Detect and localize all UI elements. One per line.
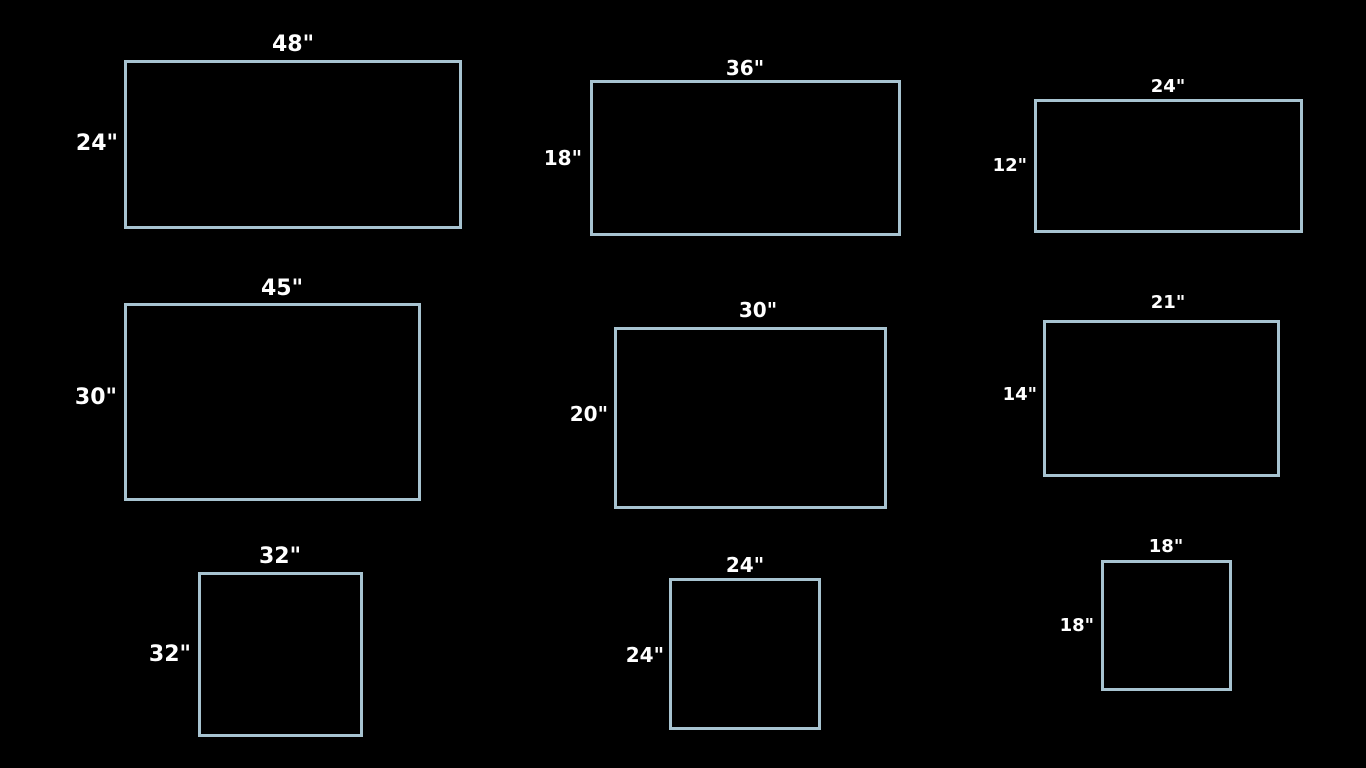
- frame-18x18-height-label: 18": [1059, 615, 1094, 636]
- frame-30x20-height-label: 20": [569, 402, 608, 426]
- frame-24x24-width-label: 24": [725, 553, 765, 577]
- frame-21x14-width-label: 21": [1150, 292, 1186, 313]
- frame-24x12-width-label: 24": [1150, 76, 1186, 97]
- frame-45x30: [124, 303, 421, 501]
- frame-24x12: [1034, 99, 1303, 233]
- frame-48x24: [124, 60, 462, 229]
- frame-30x20: [614, 327, 887, 509]
- frame-24x12-height-label: 12": [992, 155, 1027, 176]
- frame-24x24: [669, 578, 821, 730]
- frame-36x18-width-label: 36": [725, 56, 765, 80]
- frame-18x18-width-label: 18": [1148, 536, 1184, 557]
- frame-36x18-height-label: 18": [543, 146, 582, 170]
- frame-48x24-height-label: 24": [75, 131, 118, 156]
- frame-32x32-width-label: 32": [258, 544, 302, 569]
- frame-36x18: [590, 80, 901, 236]
- frame-32x32: [198, 572, 363, 737]
- frame-32x32-height-label: 32": [148, 642, 191, 667]
- frame-24x24-height-label: 24": [625, 643, 664, 667]
- frame-30x20-width-label: 30": [738, 298, 778, 322]
- frame-45x30-height-label: 30": [74, 385, 117, 410]
- frame-48x24-width-label: 48": [271, 32, 315, 57]
- frame-18x18: [1101, 560, 1232, 691]
- frame-21x14-height-label: 14": [1002, 384, 1037, 405]
- frame-45x30-width-label: 45": [260, 276, 304, 301]
- frame-21x14: [1043, 320, 1280, 477]
